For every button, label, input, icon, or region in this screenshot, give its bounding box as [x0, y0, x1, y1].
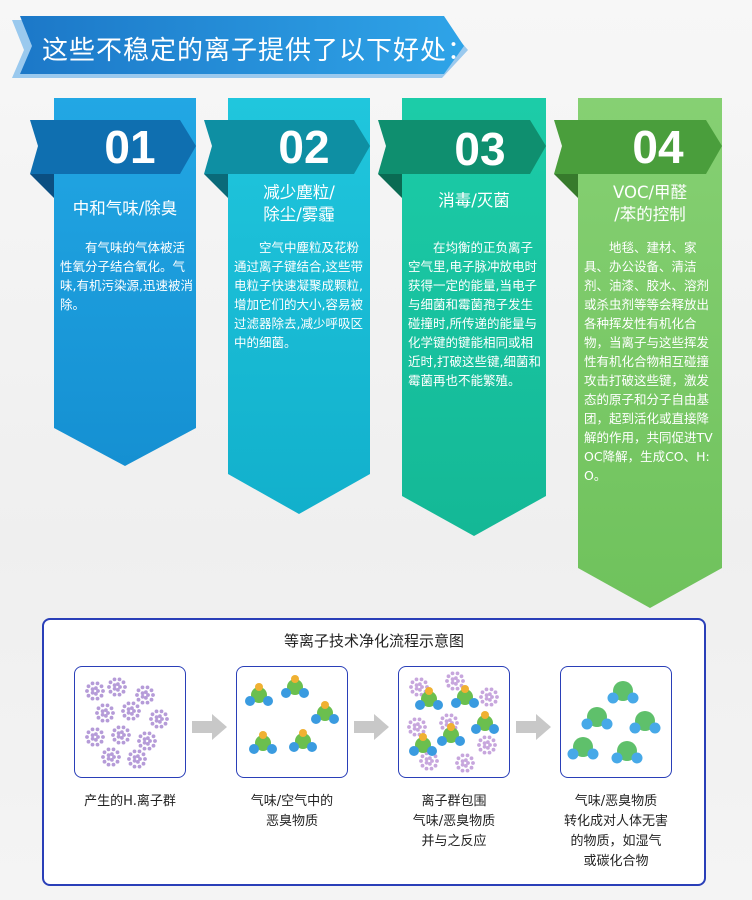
step-3-illustration [398, 666, 510, 778]
benefit-card-3: 03 消毒/灭菌 在均衡的正负离子空气里,电子脉冲放电时获得一定的能量,当电子与… [378, 98, 550, 538]
card-number: 03 [454, 123, 506, 175]
card-panel [204, 98, 370, 514]
ion-cloud-icon [85, 677, 169, 769]
step-3-caption: 离子群包围 气味/恶臭物质 并与之反应 [412, 794, 496, 849]
card-panel [554, 98, 722, 608]
step-4-illustration [560, 666, 672, 778]
arrow-right-icon [516, 714, 551, 740]
odor-molecules-icon [245, 675, 339, 754]
card-body: 有气味的气体被活性氧分子结合氧化。气味,有机污染源,迅速被消除。 [60, 240, 193, 312]
card-heading: 减少塵粒/ 除尘/雾霾 [263, 183, 335, 224]
arrow-right-icon [192, 714, 227, 740]
page-header: 这些不稳定的离子提供了以下好处： [12, 16, 473, 80]
ion-reaction-icon [407, 671, 499, 773]
card-body: 在均衡的正负离子空气里,电子脉冲放电时获得一定的能量,当电子与细菌和霉菌孢子发生… [408, 240, 541, 388]
arrow-right-icon [354, 714, 389, 740]
card-number: 02 [278, 121, 330, 173]
card-heading: VOC/甲醛 /苯的控制 [612, 183, 688, 224]
page-title: 这些不稳定的离子提供了以下好处： [42, 36, 475, 66]
step-4-caption: 气味/恶臭物质 转化成对人体无害 的物质，如湿气 或碳化合物 [563, 794, 668, 869]
header-ribbon [12, 16, 468, 78]
card-number: 04 [632, 121, 684, 173]
card-panel [378, 98, 546, 536]
step-1-caption: 产生的H.离子群 [84, 794, 176, 809]
process-diagram: 等离子技术净化流程示意图 产生的H.离子群 [42, 618, 706, 886]
benefit-card-4: 04 VOC/甲醛 /苯的控制 地毯、建材、家具、办公设备、清洁剂、油漆、胶水、… [554, 98, 726, 610]
benefit-card-1: 01 中和气味/除臭 有气味的气体被活性氧分子结合氧化。气味,有机污染源,迅速被… [30, 98, 200, 468]
card-body: 空气中塵粒及花粉通过离子键结合,这些带电粒子快速凝聚成颗粒,增加它们的大小,容易… [234, 240, 363, 350]
card-body: 地毯、建材、家具、办公设备、清洁剂、油漆、胶水、溶剂或杀虫剂等等会释放出各种挥发… [584, 240, 713, 483]
step-2-caption: 气味/空气中的 恶臭物质 [250, 794, 334, 829]
step-2-illustration [236, 666, 348, 778]
harmless-molecules-icon [567, 681, 661, 764]
card-heading: 中和气味/除臭 [72, 199, 178, 218]
card-number: 01 [104, 121, 156, 173]
card-heading: 消毒/灭菌 [438, 191, 510, 210]
card-panel [30, 98, 196, 466]
step-1-illustration [74, 666, 186, 778]
benefit-card-2: 02 减少塵粒/ 除尘/雾霾 空气中塵粒及花粉通过离子键结合,这些带电粒子快速凝… [204, 98, 374, 518]
process-title: 等离子技术净化流程示意图 [283, 632, 464, 650]
